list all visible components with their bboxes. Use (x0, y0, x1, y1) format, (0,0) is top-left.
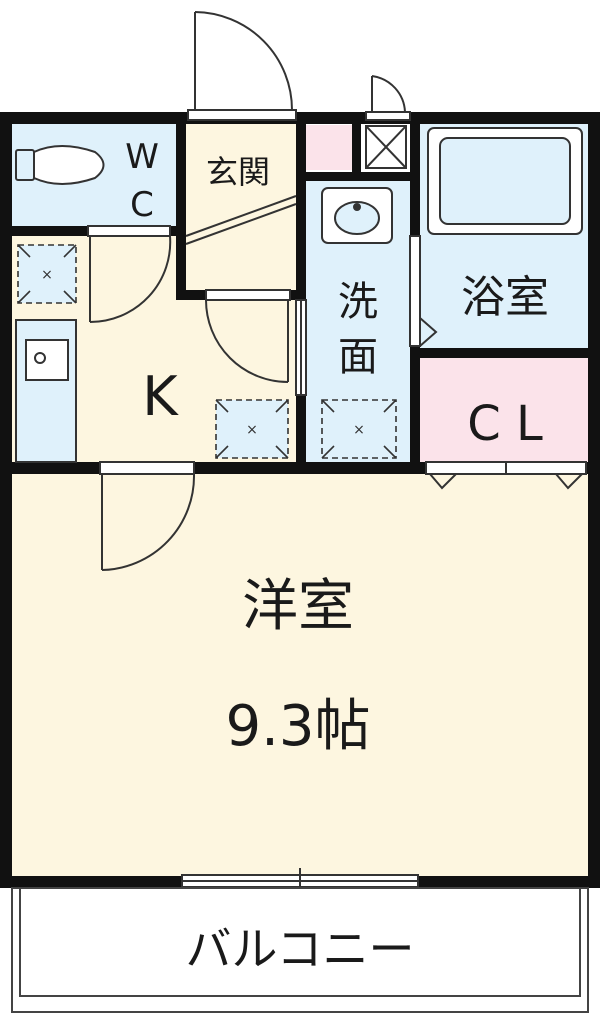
room-door-swing (99, 461, 196, 571)
toilet-door-swing (87, 225, 172, 324)
entrance-label: 玄関 (206, 153, 270, 191)
entrance-step (185, 195, 297, 237)
bath-door (409, 235, 438, 347)
closet-floor (418, 355, 592, 468)
meter-door-swing (365, 75, 411, 121)
kitchen-counter (15, 319, 77, 463)
closet-doors (425, 461, 587, 490)
entrance-door-swing (205, 289, 291, 383)
entrance-step-2 (185, 203, 297, 245)
entrance-shoe-box (303, 125, 353, 170)
western-room-floor (8, 468, 592, 880)
wall-entrance-right (296, 118, 306, 468)
closet-label: C L (467, 396, 543, 452)
toilet-label-c: C (130, 185, 154, 225)
wall-washroom-top (296, 172, 416, 181)
vent-icon-kitchen-bottom: × (215, 399, 289, 459)
wall-bath-bottom (410, 348, 594, 358)
toilet-fixture (15, 145, 105, 185)
wall-toilet-right (176, 118, 186, 300)
vent-icon-washroom: × (321, 399, 397, 459)
front-door-swing (187, 11, 297, 121)
washroom-label-2: 面 (338, 334, 378, 380)
storage-icon (365, 125, 407, 169)
vent-icon-kitchen-top: × (17, 244, 77, 304)
bathtub-icon (427, 127, 583, 235)
balcony-outline (11, 887, 589, 1013)
washroom-sliding-door (295, 299, 307, 396)
western-room-label: 洋室 (242, 574, 354, 639)
svg-text:×: × (41, 267, 53, 283)
washroom-label-1: 洗 (338, 279, 378, 325)
wall-shoebox (352, 118, 361, 176)
wall-entrance-bottom (176, 290, 206, 300)
toilet-label-w: W (125, 137, 159, 177)
washbasin-icon (321, 187, 393, 244)
bath-label: 浴室 (461, 272, 549, 323)
western-room-size: 9.3帖 (225, 694, 370, 759)
svg-text:×: × (353, 422, 365, 438)
balcony-label: バルコニー (185, 922, 414, 976)
svg-text:×: × (246, 422, 258, 438)
kitchen-label: K (142, 365, 179, 428)
